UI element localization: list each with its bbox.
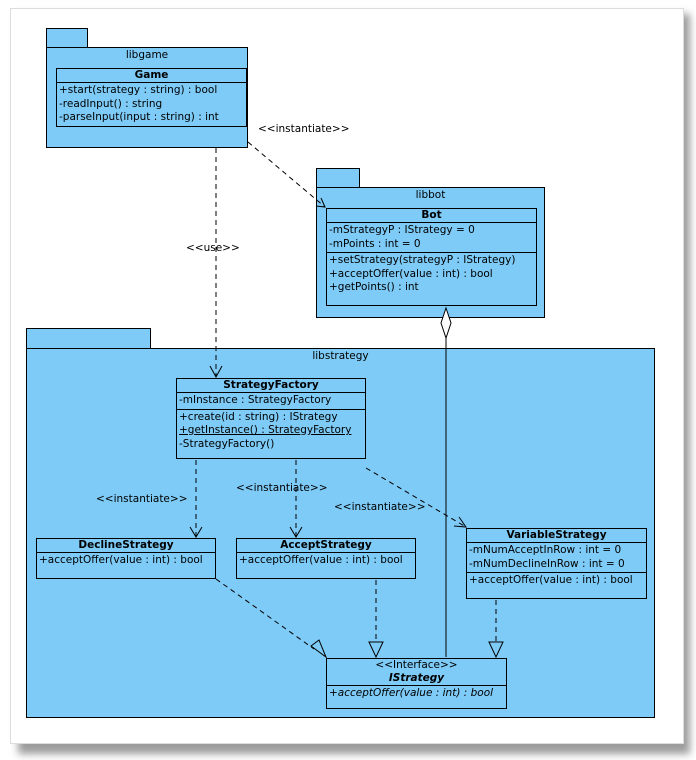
dependency-game-bot bbox=[247, 141, 326, 208]
class-name: VariableStrategy bbox=[467, 529, 646, 543]
attribute: -mNumAcceptInRow : int = 0 bbox=[469, 544, 622, 556]
realization-arrow-decline bbox=[310, 639, 328, 659]
operations-section: +setStrategy(strategyP : IStrategy) +acc… bbox=[327, 253, 536, 296]
operation: +setStrategy(strategyP : IStrategy) bbox=[329, 254, 516, 266]
attributes-section: -mStrategyP : IStrategy = 0 -mPoints : i… bbox=[327, 223, 536, 253]
arrowhead-game-bot bbox=[315, 197, 326, 208]
operation: -StrategyFactory() bbox=[179, 437, 275, 450]
class-name: StrategyFactory bbox=[177, 379, 365, 393]
attributes-section: -mNumAcceptInRow : int = 0 -mNumDeclineI… bbox=[467, 543, 646, 573]
package-name-libgame: libgame bbox=[125, 49, 169, 61]
class-variable-strategy[interactable]: VariableStrategy -mNumAcceptInRow : int … bbox=[466, 528, 647, 599]
operations-section: +create(id : string) : IStrategy +getIns… bbox=[177, 410, 365, 453]
operations-section: +acceptOffer(value : int) : bool bbox=[327, 686, 506, 702]
interface-header: <<Interface>> IStrategy bbox=[327, 659, 506, 686]
class-name: Game bbox=[57, 69, 246, 83]
package-tab-libbot bbox=[316, 168, 360, 188]
operations-section: +start(strategy : string) : bool -readIn… bbox=[57, 83, 246, 126]
class-accept-strategy[interactable]: AcceptStrategy +acceptOffer(value : int)… bbox=[236, 538, 416, 579]
label-instantiate-accept: <<instantiate>> bbox=[236, 482, 328, 494]
operation: -readInput() : string bbox=[59, 97, 163, 110]
operation: +getPoints() : int bbox=[329, 281, 419, 293]
aggregation-diamond bbox=[440, 306, 452, 340]
label-use: <<use>> bbox=[186, 242, 240, 254]
class-name: DeclineStrategy bbox=[37, 539, 215, 553]
operation: +acceptOffer(value : int) : bool bbox=[239, 554, 403, 566]
class-strategy-factory[interactable]: StrategyFactory -mInstance : StrategyFac… bbox=[176, 378, 366, 459]
class-decline-strategy[interactable]: DeclineStrategy +acceptOffer(value : int… bbox=[36, 538, 216, 579]
operations-section: +acceptOffer(value : int) : bool bbox=[237, 553, 415, 569]
class-game[interactable]: Game +start(strategy : string) : bool -r… bbox=[56, 68, 247, 127]
class-name: Bot bbox=[327, 209, 536, 223]
abstract-operation: +acceptOffer(value : int) : bool bbox=[329, 687, 494, 699]
package-tab-libgame bbox=[46, 28, 88, 48]
package-name-libstrategy: libstrategy bbox=[312, 350, 369, 362]
class-name: IStrategy bbox=[388, 672, 445, 684]
package-name-libbot: libbot bbox=[415, 189, 446, 201]
operation: +acceptOffer(value : int) : bool bbox=[329, 267, 493, 280]
arrowhead-factory-accept bbox=[289, 526, 303, 538]
package-tab-libstrategy bbox=[26, 328, 151, 349]
attributes-section: -mInstance : StrategyFactory bbox=[177, 393, 365, 410]
class-bot[interactable]: Bot -mStrategyP : IStrategy = 0 -mPoints… bbox=[326, 208, 537, 306]
attribute: -mInstance : StrategyFactory bbox=[179, 394, 332, 406]
arrowhead-game-factory bbox=[209, 365, 223, 379]
label-instantiate-decline: <<instantiate>> bbox=[96, 493, 188, 505]
label-instantiate-game-bot: <<instantiate>> bbox=[258, 123, 350, 135]
operation: -parseInput(input : string) : int bbox=[59, 111, 219, 123]
arrowhead-factory-variable bbox=[453, 516, 468, 528]
interface-istrategy[interactable]: <<Interface>> IStrategy +acceptOffer(val… bbox=[326, 658, 507, 709]
dependency-factory-variable bbox=[365, 467, 467, 528]
label-instantiate-variable: <<instantiate>> bbox=[334, 501, 426, 513]
attribute: -mStrategyP : IStrategy = 0 bbox=[329, 224, 475, 236]
static-operation: +getInstance() : StrategyFactory bbox=[179, 424, 352, 436]
operation: +acceptOffer(value : int) : bool bbox=[39, 554, 203, 566]
realization-arrow-variable bbox=[488, 641, 504, 659]
class-name: AcceptStrategy bbox=[237, 539, 415, 553]
attribute: -mPoints : int = 0 bbox=[329, 237, 421, 250]
operations-section: +acceptOffer(value : int) : bool bbox=[37, 553, 215, 569]
realization-decline bbox=[215, 578, 315, 650]
operations-section: +acceptOffer(value : int) : bool bbox=[467, 573, 646, 589]
operation: +acceptOffer(value : int) : bool bbox=[469, 574, 633, 586]
operation: +create(id : string) : IStrategy bbox=[179, 410, 338, 423]
attribute: -mNumDeclineInRow : int = 0 bbox=[469, 557, 625, 570]
stereotype-label: <<Interface>> bbox=[375, 659, 458, 671]
realization-arrow-accept bbox=[368, 641, 384, 659]
operation: +start(strategy : string) : bool bbox=[59, 84, 218, 96]
arrowhead-factory-decline bbox=[189, 526, 203, 538]
